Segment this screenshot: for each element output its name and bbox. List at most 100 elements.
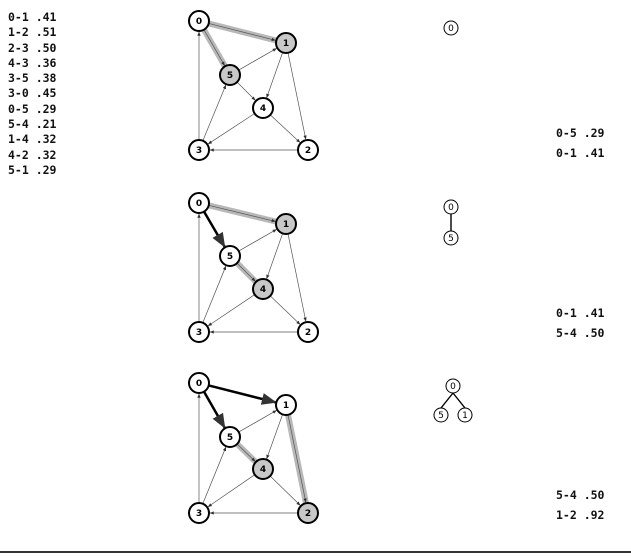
graph-edge <box>207 113 255 145</box>
node-circle <box>275 394 297 416</box>
node-circle <box>252 278 274 300</box>
edge-list-item: 5-1 .29 <box>8 162 57 177</box>
graph-edge <box>266 233 283 280</box>
node-circle <box>188 192 210 214</box>
graph-node-3: 3 <box>188 139 210 161</box>
node-label: 4 <box>260 285 266 295</box>
node-circle <box>188 10 210 32</box>
graph-edge <box>202 446 227 504</box>
node-label: 4 <box>260 465 266 475</box>
edge-list-item: 4-2 .32 <box>8 147 57 162</box>
graph-node-0: 0 <box>188 372 210 394</box>
graph-node-2: 2 <box>297 139 319 161</box>
graph-node-1: 1 <box>275 32 297 54</box>
tree-node-label: 5 <box>448 234 454 244</box>
tree-node-circle <box>443 20 459 36</box>
graph-edge <box>208 23 276 42</box>
node-label: 2 <box>305 146 311 156</box>
node-label: 0 <box>196 199 202 209</box>
priority-queue-1: 0-5 .29 0-1 .41 <box>556 123 604 163</box>
node-label: 1 <box>283 220 289 230</box>
tree-edge <box>202 211 226 248</box>
tree-node-label: 0 <box>450 382 456 392</box>
tree-node-label: 0 <box>448 203 454 213</box>
tree-node-5: 5 <box>433 407 449 423</box>
graph-edge <box>269 475 301 506</box>
node-circle <box>188 502 210 524</box>
node-label: 1 <box>283 39 289 49</box>
edge-list-item: 3-0 .45 <box>8 86 57 101</box>
node-label: 2 <box>305 328 311 338</box>
mst-tree-3: 0 5 1 <box>433 378 473 423</box>
graph-edge <box>269 295 301 325</box>
graph-node-3: 3 <box>188 321 210 343</box>
mst-tree-1: 0 <box>443 20 459 36</box>
graph-edge <box>202 84 227 141</box>
pq-entry: 0-5 .29 <box>556 126 605 140</box>
node-circle <box>188 372 210 394</box>
graph-node-4: 4 <box>252 97 274 119</box>
node-label: 5 <box>227 71 233 81</box>
graph-step-2: 0 1 2 3 4 5 <box>188 192 319 343</box>
graph-edge <box>266 414 283 460</box>
tree-node-0: 0 <box>445 378 461 394</box>
tree-link <box>452 392 466 409</box>
graph-node-4: 4 <box>252 458 274 480</box>
node-circle <box>297 321 319 343</box>
tree-node-label: 5 <box>438 411 444 421</box>
tree-node-circle <box>443 230 459 246</box>
edge-list-item: 4-3 .36 <box>8 55 57 70</box>
node-label: 5 <box>227 252 233 262</box>
priority-queue-2: 0-1 .41 5-4 .50 <box>556 303 604 343</box>
pq-entry: 5-4 .50 <box>556 326 605 340</box>
graph-step-1: 0 1 2 3 4 5 <box>188 10 319 161</box>
node-circle <box>297 139 319 161</box>
priority-queue-3: 5-4 .50 1-2 .92 <box>556 485 604 525</box>
graph-node-5: 5 <box>219 426 241 448</box>
graph-edge <box>238 48 277 71</box>
edge-list-item: 0-1 .41 <box>8 10 57 24</box>
tree-link <box>440 392 454 409</box>
graph-edge <box>236 262 256 282</box>
node-circle <box>219 245 241 267</box>
graph-edge <box>207 294 255 327</box>
node-label: 3 <box>196 509 202 519</box>
tree-edge <box>202 391 226 429</box>
node-circle <box>252 97 274 119</box>
graph-edge <box>238 410 277 433</box>
tree-node-1: 1 <box>457 407 473 423</box>
node-circle <box>275 213 297 235</box>
graph-node-1: 1 <box>275 213 297 235</box>
node-label: 0 <box>196 379 202 389</box>
graph-edge <box>208 205 276 223</box>
graph-edge <box>236 443 256 462</box>
tree-node-circle <box>433 407 449 423</box>
pq-entry: 5-4 .50 <box>556 488 605 502</box>
node-label: 5 <box>227 433 233 443</box>
graph-edge <box>236 81 256 101</box>
node-circle <box>219 64 241 86</box>
node-circle <box>219 426 241 448</box>
edge-list-item: 3-5 .38 <box>8 71 57 86</box>
edge-list-item: 1-2 .51 <box>8 25 57 40</box>
graph-node-2: 2 <box>297 502 319 524</box>
graph-edge <box>266 52 283 99</box>
tree-node-circle <box>445 378 461 394</box>
graph-node-3: 3 <box>188 502 210 524</box>
graph-node-0: 0 <box>188 10 210 32</box>
graph-node-5: 5 <box>219 245 241 267</box>
graph-edge <box>287 52 307 140</box>
node-label: 0 <box>196 17 202 27</box>
node-label: 4 <box>260 104 266 114</box>
graph-node-5: 5 <box>219 64 241 86</box>
tree-edge <box>208 384 277 405</box>
divider <box>0 551 631 553</box>
graph-node-0: 0 <box>188 192 210 214</box>
node-label: 3 <box>196 328 202 338</box>
node-circle <box>297 502 319 524</box>
node-circle <box>252 458 274 480</box>
node-circle <box>188 139 210 161</box>
graph-edge <box>202 265 227 323</box>
